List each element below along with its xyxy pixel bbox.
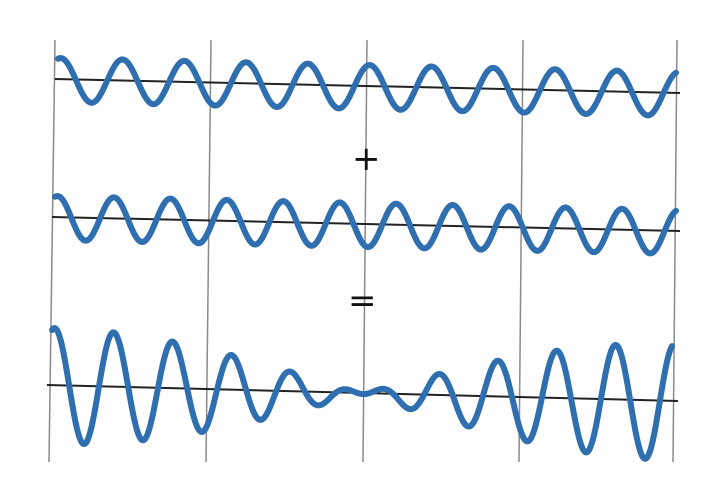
grid-line bbox=[48, 39, 56, 463]
equals-sign: = bbox=[348, 281, 377, 321]
sum-wave-curve bbox=[49, 325, 675, 462]
grid-line bbox=[518, 39, 524, 463]
wave-2-curve bbox=[52, 193, 679, 257]
baseline-wave-1 bbox=[54, 78, 681, 94]
grid-line bbox=[672, 39, 678, 463]
grid-line bbox=[362, 39, 368, 463]
grid-line bbox=[205, 39, 212, 463]
plus-sign: + bbox=[352, 139, 381, 179]
wave-1-curve bbox=[55, 55, 679, 119]
